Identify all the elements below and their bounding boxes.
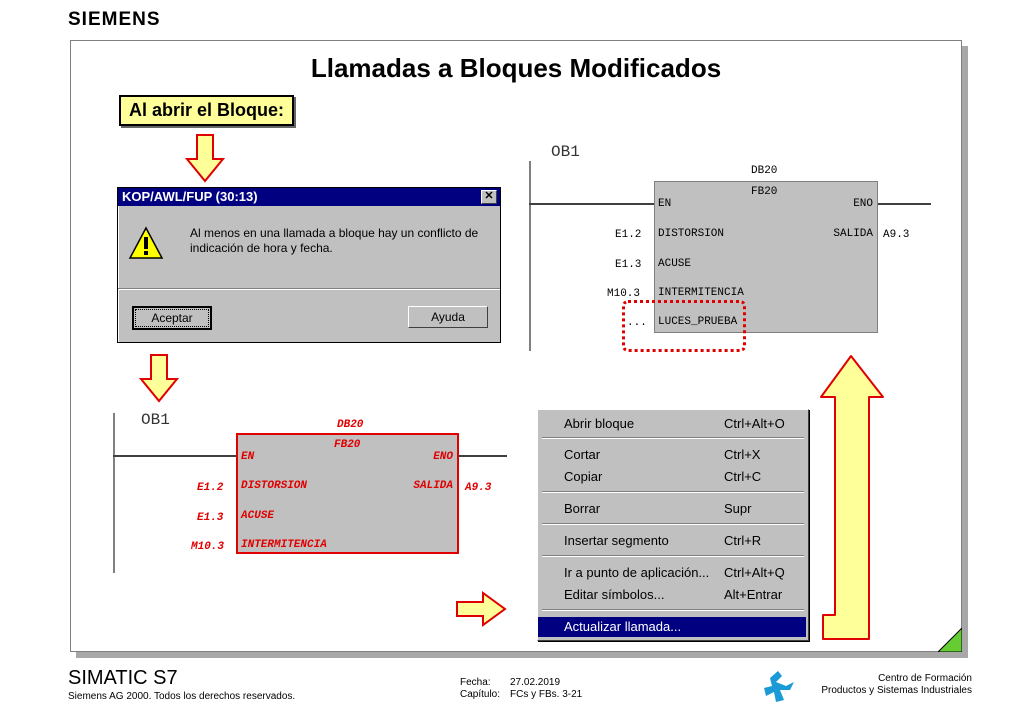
- date-label: Fecha:: [460, 677, 491, 688]
- output-pin: SALIDA: [413, 480, 453, 492]
- arrow-down-icon: [185, 134, 225, 183]
- date-value: 27.02.2019: [510, 677, 561, 688]
- input-operand: E1.2: [615, 229, 642, 241]
- ob-label: OB1: [141, 411, 170, 429]
- menu-item-insertar-segmento[interactable]: Insertar segmento Ctrl+R: [538, 531, 806, 551]
- menu-item-label: Borrar: [564, 501, 601, 516]
- dialog-message: Al menos en una llamada a bloque hay un …: [190, 226, 479, 255]
- menu-item-shortcut: Alt+Entrar: [724, 587, 783, 602]
- en-pin: EN: [241, 451, 255, 463]
- rung-line: [113, 455, 237, 457]
- input-pin: LUCES_PRUEBA: [658, 316, 738, 328]
- en-pin: EN: [658, 198, 672, 210]
- conflict-dialog: KOP/AWL/FUP (30:13) ✕ Al menos en una ll…: [117, 187, 501, 343]
- eno-pin: ENO: [433, 451, 453, 463]
- chapter-label: Capítulo:: [460, 689, 501, 700]
- output-operand: A9.3: [465, 482, 492, 494]
- menu-separator: [542, 555, 804, 557]
- org-line2: Productos y Sistemas Industriales: [821, 685, 972, 696]
- menu-item-shortcut: Ctrl+R: [724, 533, 762, 548]
- input-pin: DISTORSION: [658, 228, 725, 240]
- footer-meta: Fecha: 27.02.2019 Capítulo: FCs y FBs. 3-2…: [460, 677, 582, 701]
- siemens-figure-logo-icon: [764, 671, 794, 702]
- copyright: Siemens AG 2000. Todos los derechos rese…: [68, 691, 296, 702]
- input-operand: E1.2: [197, 482, 224, 494]
- arrow-down-icon: [139, 354, 179, 403]
- menu-item-label: Editar símbolos...: [564, 587, 665, 602]
- page-corner-icon: [938, 628, 962, 652]
- help-button[interactable]: Ayuda: [408, 306, 488, 328]
- rung-line: [529, 203, 655, 205]
- dialog-titlebar: KOP/AWL/FUP (30:13) ✕: [118, 188, 500, 206]
- menu-item-ir-a-punto[interactable]: Ir a punto de aplicación... Ctrl+Alt+Q: [538, 563, 806, 583]
- input-operand: E1.3: [615, 259, 642, 271]
- menu-item-label: Ir a punto de aplicación...: [564, 565, 710, 580]
- warning-icon: [128, 226, 164, 259]
- menu-item-borrar[interactable]: Borrar Supr: [538, 499, 806, 519]
- menu-separator: [542, 523, 804, 525]
- slide-frame: Llamadas a Bloques Modificados Al abrir …: [70, 40, 962, 652]
- menu-item-cortar[interactable]: Cortar Ctrl+X: [538, 445, 806, 465]
- eno-pin: ENO: [853, 198, 873, 210]
- ob-label: OB1: [551, 143, 580, 161]
- arrow-right-icon: [456, 591, 507, 627]
- menu-item-shortcut: Ctrl+Alt+O: [724, 416, 785, 431]
- highlight-box: [622, 300, 746, 352]
- menu-item-abrir-bloque[interactable]: Abrir bloque Ctrl+Alt+O: [538, 414, 806, 434]
- input-operand: M10.3: [607, 288, 641, 300]
- brand-logo: SIEMENS: [68, 9, 161, 30]
- ok-button[interactable]: Aceptar: [132, 306, 212, 330]
- fb-label: FB20: [334, 439, 361, 451]
- arrow-up-icon: [820, 355, 884, 640]
- menu-item-label: Cortar: [564, 447, 601, 462]
- close-icon[interactable]: ✕: [481, 190, 497, 204]
- db-label: DB20: [337, 419, 364, 431]
- menu-item-actualizar-llamada[interactable]: Actualizar llamada...: [538, 617, 806, 637]
- dialog-title: KOP/AWL/FUP (30:13): [122, 189, 258, 204]
- organization: Centro de Formación Productos y Sistemas…: [821, 673, 972, 697]
- menu-item-label: Copiar: [564, 469, 603, 484]
- rung-line: [876, 203, 931, 205]
- power-rail: [113, 413, 115, 573]
- input-operand: ...: [627, 317, 647, 329]
- menu-separator: [542, 609, 804, 611]
- menu-item-label: Actualizar llamada...: [564, 619, 682, 634]
- rung-line: [457, 455, 507, 457]
- menu-item-copiar[interactable]: Copiar Ctrl+C: [538, 467, 806, 487]
- chapter-value: FCs y FBs. 3-21: [510, 689, 583, 700]
- fb-block: FB20 EN ENO DISTORSION ACUSE INTERMITENC…: [654, 181, 878, 333]
- product-name: SIMATIC S7: [68, 667, 178, 689]
- callout-box: Al abrir el Bloque:: [119, 95, 295, 126]
- menu-item-shortcut: Ctrl+C: [724, 469, 762, 484]
- menu-item-shortcut: Ctrl+Alt+Q: [724, 565, 785, 580]
- menu-item-label: Abrir bloque: [564, 416, 635, 431]
- input-operand: E1.3: [197, 512, 224, 524]
- org-line1: Centro de Formación: [878, 673, 972, 684]
- menu-item-editar-simbolos[interactable]: Editar símbolos... Alt+Entrar: [538, 585, 806, 605]
- slide-title: Llamadas a Bloques Modificados: [310, 53, 722, 83]
- output-operand: A9.3: [883, 229, 910, 241]
- menu-separator: [542, 491, 804, 493]
- menu-separator: [542, 437, 804, 439]
- context-menu: Abrir bloque Ctrl+Alt+O Cortar Ctrl+X Co…: [537, 409, 809, 641]
- power-rail: [529, 161, 531, 351]
- input-pin: INTERMITENCIA: [241, 539, 327, 551]
- input-pin: ACUSE: [241, 510, 275, 522]
- input-pin: ACUSE: [658, 258, 692, 270]
- dialog-divider: [118, 288, 500, 290]
- input-operand: M10.3: [191, 541, 225, 553]
- input-pin: DISTORSION: [241, 480, 308, 492]
- fb-block: FB20 EN ENO DISTORSION ACUSE INTERMITENC…: [236, 433, 459, 554]
- input-pin: INTERMITENCIA: [658, 287, 744, 299]
- db-label: DB20: [751, 165, 778, 177]
- output-pin: SALIDA: [833, 228, 873, 240]
- menu-item-shortcut: Ctrl+X: [724, 447, 761, 462]
- menu-item-shortcut: Supr: [724, 501, 752, 516]
- fb-label: FB20: [751, 186, 778, 198]
- menu-item-label: Insertar segmento: [564, 533, 669, 548]
